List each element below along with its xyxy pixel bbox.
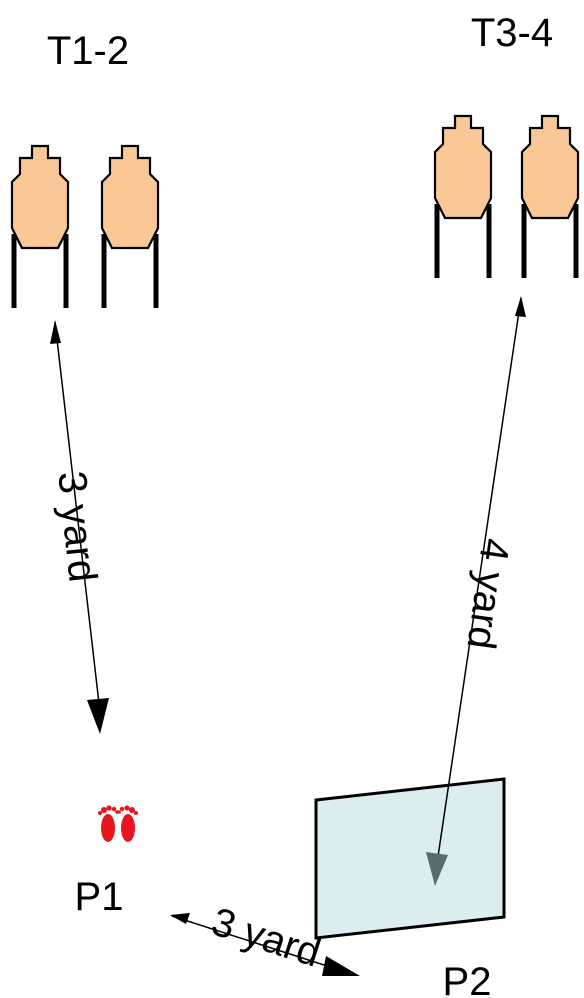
position-label-p1: P1 — [75, 875, 124, 919]
barrier — [314, 777, 506, 940]
distance-label-p1-p2: 3 yard — [206, 900, 325, 976]
arrowhead-up-icon — [515, 296, 526, 317]
arrowhead-bottom-icon — [87, 698, 109, 734]
distance-arrow-t3-p2 — [435, 297, 522, 871]
target-t4 — [522, 116, 578, 278]
arrowhead-top-icon — [50, 320, 61, 344]
target-t2 — [102, 146, 158, 308]
arrowhead-down-grey-icon — [426, 852, 448, 886]
arrowhead-left-icon — [170, 913, 190, 924]
target-group-label-t1-2: T1-2 — [47, 29, 129, 73]
target-t1 — [12, 146, 68, 308]
footprints-icon — [98, 805, 138, 842]
distance-arrow-t1-p1 — [54, 321, 101, 713]
arrowhead-right-icon — [322, 956, 360, 976]
distance-label-t3-p2: 4 yard — [458, 536, 517, 652]
target-group-label-t3-4: T3-4 — [471, 11, 553, 55]
distance-label-t1-p1: 3 yard — [49, 469, 104, 584]
distance-arrow-p1-p2 — [171, 915, 353, 975]
position-label-p2: P2 — [443, 960, 492, 998]
target-t3 — [435, 116, 491, 278]
